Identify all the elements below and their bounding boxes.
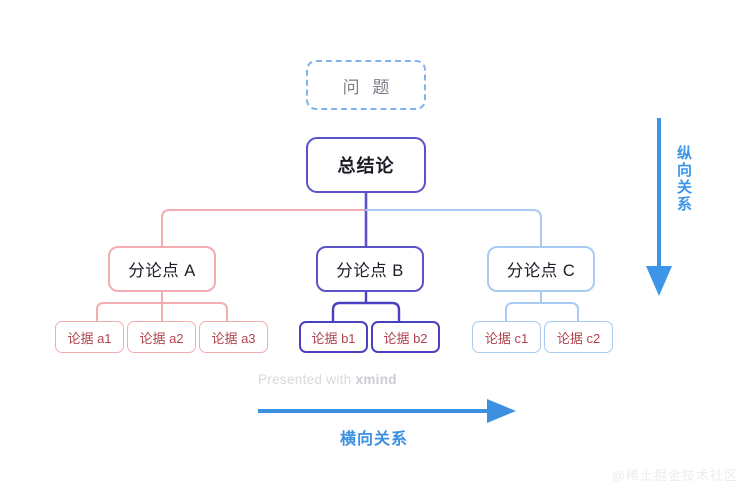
node-branch-b[interactable]: 分论点 B xyxy=(316,246,424,292)
horizontal-relation-label: 横向关系 xyxy=(339,431,408,448)
corner-watermark: @稀土掘金技术社区 xyxy=(611,468,738,483)
node-leaf-a3[interactable]: 论据 a3 xyxy=(199,321,268,353)
vertical-relation-label: 纵向关系 xyxy=(675,145,692,213)
node-leaf-c2[interactable]: 论据 c2 xyxy=(544,321,613,353)
node-branch-a[interactable]: 分论点 A xyxy=(108,246,216,292)
node-question[interactable]: 问 题 xyxy=(306,60,426,110)
xmind-watermark-brand: xmind xyxy=(355,372,397,387)
node-branch-c[interactable]: 分论点 C xyxy=(487,246,595,292)
xmind-watermark: Presented with xmind xyxy=(258,372,397,387)
xmind-watermark-prefix: Presented with xyxy=(258,372,356,387)
node-leaf-a2[interactable]: 论据 a2 xyxy=(127,321,196,353)
node-leaf-b2[interactable]: 论据 b2 xyxy=(371,321,440,353)
node-leaf-b1[interactable]: 论据 b1 xyxy=(299,321,368,353)
node-root-conclusion[interactable]: 总结论 xyxy=(306,137,426,193)
node-leaf-a1[interactable]: 论据 a1 xyxy=(55,321,124,353)
node-leaf-c1[interactable]: 论据 c1 xyxy=(472,321,541,353)
